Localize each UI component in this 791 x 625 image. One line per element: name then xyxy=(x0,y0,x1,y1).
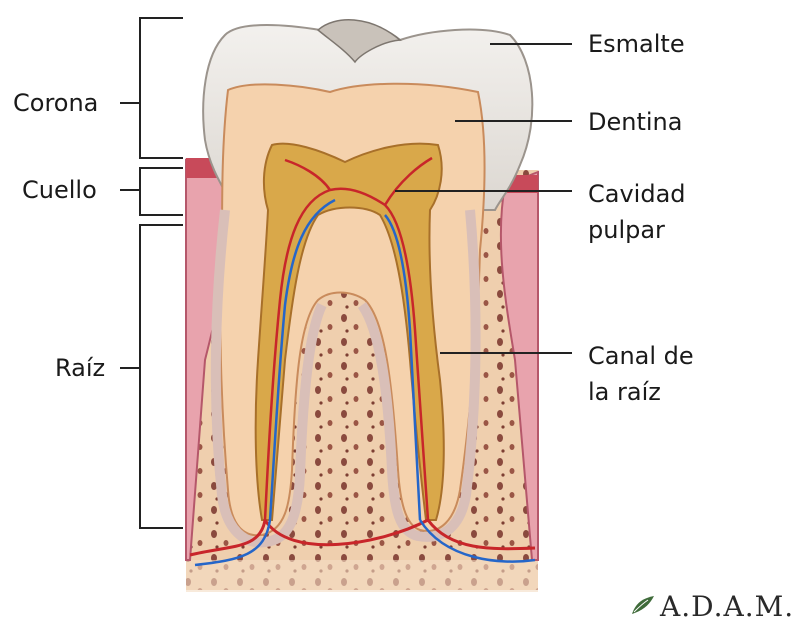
label-cavidad-line1: Cavidad xyxy=(588,178,686,210)
label-dentina: Dentina xyxy=(588,106,682,138)
label-cavidad-line2: pulpar xyxy=(588,214,665,246)
label-cuello: Cuello xyxy=(22,174,97,206)
bracket-raiz xyxy=(120,225,183,528)
bracket-corona xyxy=(120,18,183,158)
label-raiz: Raíz xyxy=(55,352,105,384)
adam-logo: A.D.A.M. xyxy=(660,590,791,623)
label-canal-line2: la raíz xyxy=(588,376,661,408)
label-esmalte: Esmalte xyxy=(588,28,685,60)
label-canal-line1: Canal de xyxy=(588,340,694,372)
jaw-bone-fade xyxy=(186,560,538,592)
label-corona: Corona xyxy=(13,87,98,119)
adam-leaf-icon xyxy=(630,594,656,616)
bracket-cuello xyxy=(120,168,183,215)
